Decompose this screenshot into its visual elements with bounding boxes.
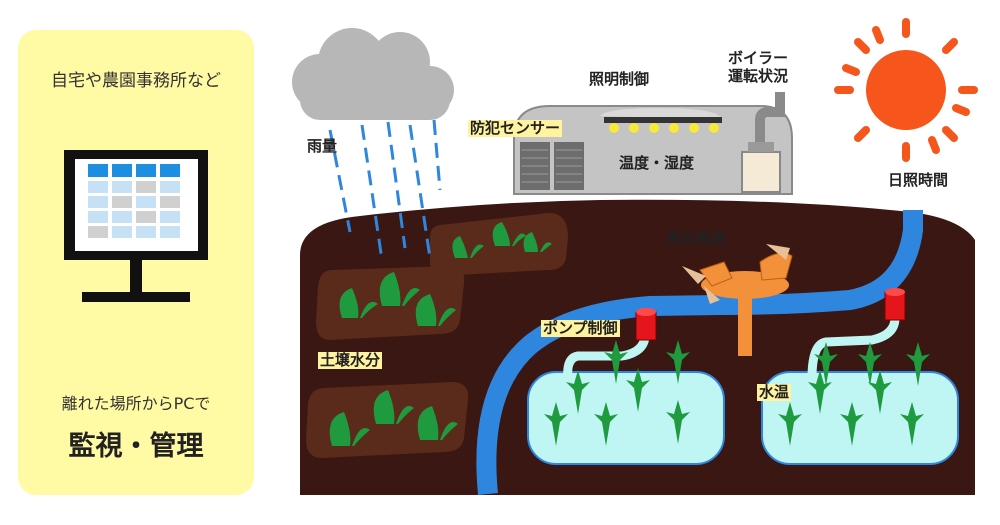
label-security: 防犯センサー [468,119,563,137]
label-temp-humidity: 温度・湿度 [619,154,695,172]
sun-icon [834,18,978,162]
anemometer-icon [682,244,793,356]
panel-main-text: 監視・管理 [68,431,204,462]
boiler-icon [741,92,785,193]
pump-icon-right [884,288,906,321]
label-soil: 土壌水分 [318,351,383,369]
rice-plants [544,340,930,446]
pump-icon [635,308,657,341]
rain-icon [328,119,442,261]
label-sunshine: 日照時間 [888,171,949,189]
label-wind: 風向風速 [666,229,727,247]
greenhouse-icon [513,105,793,195]
field-plants [329,222,552,446]
cloud-icon [292,28,454,120]
label-pump: ポンプ制御 [541,319,620,337]
label-water-temp: 水温 [757,383,792,401]
river [476,210,923,495]
label-rain: 雨量 [307,137,338,155]
panel-top-text: 自宅や農園事務所など [51,71,221,91]
label-boiler-2: 運転状況 [728,67,789,85]
monitor-icon [64,150,208,302]
panel-bottom-text: 離れた場所からPCで [61,394,211,413]
label-boiler-1: ボイラー [728,49,789,67]
label-lighting: 照明制御 [589,70,650,88]
